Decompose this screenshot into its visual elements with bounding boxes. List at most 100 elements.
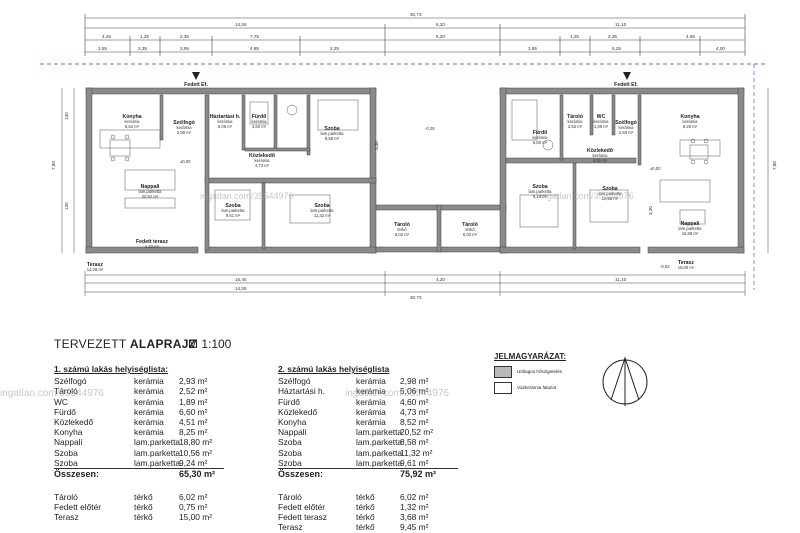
svg-text:Tároló: Tároló (394, 222, 410, 228)
svg-text:Tároló: Tároló (567, 114, 583, 120)
legend-swatch-insulation (494, 365, 512, 378)
svg-text:130: 130 (64, 112, 69, 120)
legend-heading: JELMAGYARÁZAT: (494, 352, 567, 361)
svg-text:2,98 m²: 2,98 m² (177, 130, 192, 135)
svg-text:lam.parketta: lam.parketta (138, 189, 162, 194)
left-unit-walls (85, 87, 377, 254)
svg-text:1,32 m²: 1,32 m² (145, 244, 160, 249)
svg-text:5,25: 5,25 (612, 46, 621, 51)
svg-text:-0,02: -0,02 (660, 264, 670, 269)
svg-text:lam.parketta: lam.parketta (598, 191, 622, 196)
right-unit-furniture (511, 99, 721, 228)
svg-text:kerámia: kerámia (619, 125, 635, 130)
dim-bottom-mid: 4,20 (436, 277, 445, 282)
svg-text:3,95: 3,95 (528, 46, 537, 51)
svg-text:kerámia: kerámia (218, 119, 234, 124)
svg-text:8,58 m²: 8,58 m² (325, 136, 340, 141)
left-room-labels: Konyha kerámia 8,52 m² Szélfogó kerámia … (87, 82, 344, 272)
svg-text:2,52 m²: 2,52 m² (568, 124, 583, 129)
svg-text:Nappali: Nappali (141, 184, 160, 190)
svg-text:Konyha: Konyha (122, 114, 141, 120)
svg-text:9,61 m²: 9,61 m² (226, 213, 241, 218)
svg-text:1,89 m²: 1,89 m² (594, 124, 609, 129)
legend-swatch-masonry (494, 381, 512, 394)
dim-bottom-b: 30,73 (410, 295, 422, 300)
svg-text:Terasz: Terasz (87, 262, 103, 268)
list-heading: 2. számú lakás helyiséglista (278, 364, 390, 374)
svg-text:8,52 m²: 8,52 m² (125, 124, 140, 129)
svg-text:kerámia: kerámia (593, 153, 609, 158)
svg-text:Fedett Ef.: Fedett Ef. (614, 82, 638, 88)
svg-text:Szoba: Szoba (225, 203, 240, 209)
svg-text:7,80: 7,80 (772, 161, 777, 170)
svg-text:Szélfogó: Szélfogó (615, 120, 637, 126)
dim-bottom-right: 11,10 (615, 277, 627, 282)
watermark-text: ingatlan.com/35544976 (0, 388, 104, 399)
left-unit-furniture (99, 99, 359, 224)
dim-bottom-a: 14,55 (235, 286, 247, 291)
svg-text:lam.parketta: lam.parketta (528, 189, 552, 194)
level-marks: -0,28 ±0,00 ±0,00 -0,02 (180, 126, 670, 269)
dim-row2: 3,55 2,35 3,95 4,85 2,25 3,95 5,25 4,00 (98, 46, 725, 51)
svg-text:9,24 m²: 9,24 m² (533, 194, 548, 199)
svg-text:kerámia: kerámia (177, 125, 193, 130)
drawing-scale: M 1:100 (188, 337, 232, 351)
dim-bottom-left: 15,45 (235, 277, 247, 282)
svg-text:1,25: 1,25 (570, 34, 579, 39)
svg-text:Közlekedő: Közlekedő (587, 148, 613, 154)
svg-text:4,65: 4,65 (686, 34, 695, 39)
svg-text:3,55: 3,55 (98, 46, 107, 51)
svg-text:kerámia: kerámia (568, 119, 584, 124)
svg-text:2,35: 2,35 (138, 46, 147, 51)
watermark-text: ingatlan.com/35544976 (200, 191, 294, 201)
list-total: Összesen:65,30 m² (54, 467, 224, 480)
svg-text:1,25: 1,25 (140, 34, 149, 39)
svg-text:Nappali: Nappali (681, 221, 700, 227)
drawing-title: TERVEZETT ALAPRAJZ (54, 337, 197, 351)
svg-text:3,30: 3,30 (374, 141, 379, 150)
svg-text:5,06 m²: 5,06 m² (218, 124, 233, 129)
svg-text:térkő: térkő (465, 227, 475, 232)
top-dimension-ticks (84, 14, 746, 56)
svg-text:térkő: térkő (397, 227, 407, 232)
svg-text:8,25 m²: 8,25 m² (683, 124, 698, 129)
svg-text:7,80: 7,80 (51, 161, 56, 170)
floor-plan: 30,73 14,55 6,20 11,10 4,45 1,25 2,35 7,… (40, 12, 777, 300)
svg-text:4,73 m²: 4,73 m² (255, 163, 270, 168)
svg-text:6,02 m²: 6,02 m² (463, 232, 478, 237)
svg-text:15,00 m²: 15,00 m² (678, 265, 695, 270)
svg-text:±0,00: ±0,00 (650, 166, 661, 171)
svg-text:6,20: 6,20 (436, 34, 445, 39)
svg-text:Fürdő: Fürdő (533, 130, 548, 136)
svg-text:lam.parketta: lam.parketta (320, 131, 344, 136)
dim-left-total: 14,55 (235, 22, 247, 27)
top-dimension-lines (85, 17, 745, 53)
dim-right-total: 11,10 (615, 22, 627, 27)
svg-text:6,02 m²: 6,02 m² (395, 232, 410, 237)
entry-markers (192, 72, 631, 80)
legend-item: Utólagos hőszigetelés (494, 365, 566, 378)
list-heading: 1. számú lakás helyiséglista: (54, 364, 169, 374)
svg-text:kerámia: kerámia (683, 119, 699, 124)
svg-text:lam.parketta: lam.parketta (678, 226, 702, 231)
svg-text:Fedett Ef.: Fedett Ef. (184, 82, 208, 88)
middle-room-labels: Tároló térkő 6,02 m² Tároló térkő 6,02 m… (394, 222, 478, 237)
svg-text:lam.parketta: lam.parketta (310, 208, 334, 213)
middle-storage-walls (375, 204, 507, 253)
watermark-text: ingatlan.com/35544976 (345, 388, 449, 399)
dim-mid-total: 6,20 (436, 22, 445, 27)
